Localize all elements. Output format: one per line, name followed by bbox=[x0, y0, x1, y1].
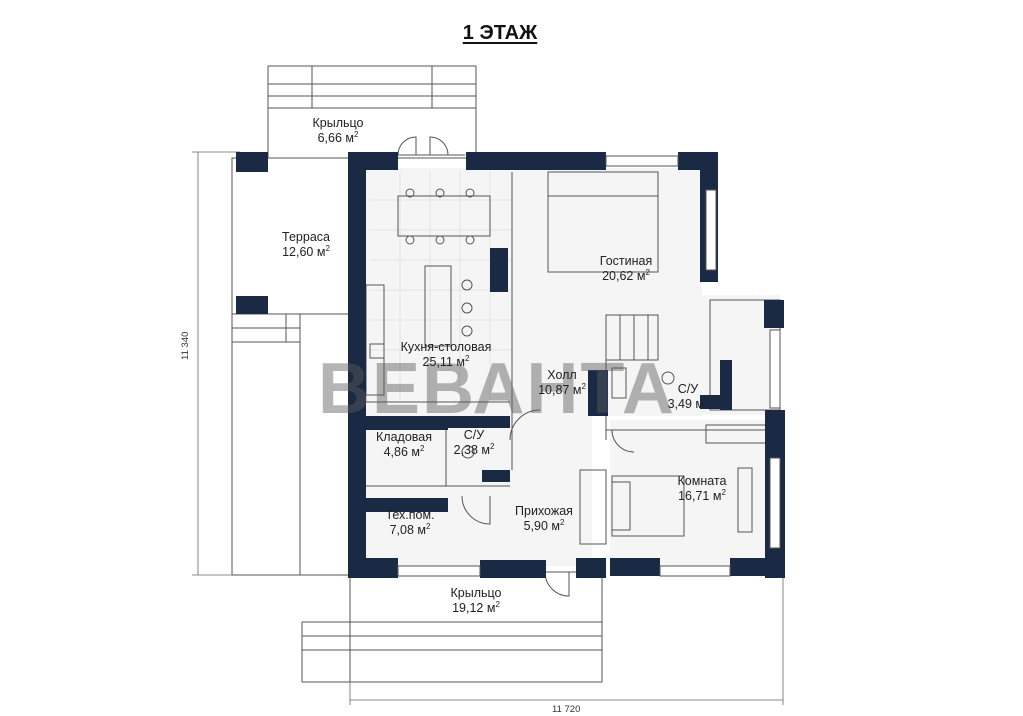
room-label-utility: Тех.пом.7,08 м2 bbox=[385, 508, 435, 537]
floor-fill bbox=[362, 168, 780, 566]
height-dimension: 11 340 bbox=[180, 331, 191, 360]
kitchen-floor-tiles bbox=[370, 172, 512, 400]
plan-title: 1 ЭТАЖ bbox=[462, 22, 538, 44]
terrace bbox=[231, 157, 351, 576]
width-dimension: 11 720 bbox=[552, 704, 581, 715]
windows bbox=[397, 155, 781, 577]
top-porch bbox=[267, 65, 477, 159]
watermark: ВЕВАНТА bbox=[318, 349, 676, 429]
bottom-porch bbox=[301, 571, 603, 683]
